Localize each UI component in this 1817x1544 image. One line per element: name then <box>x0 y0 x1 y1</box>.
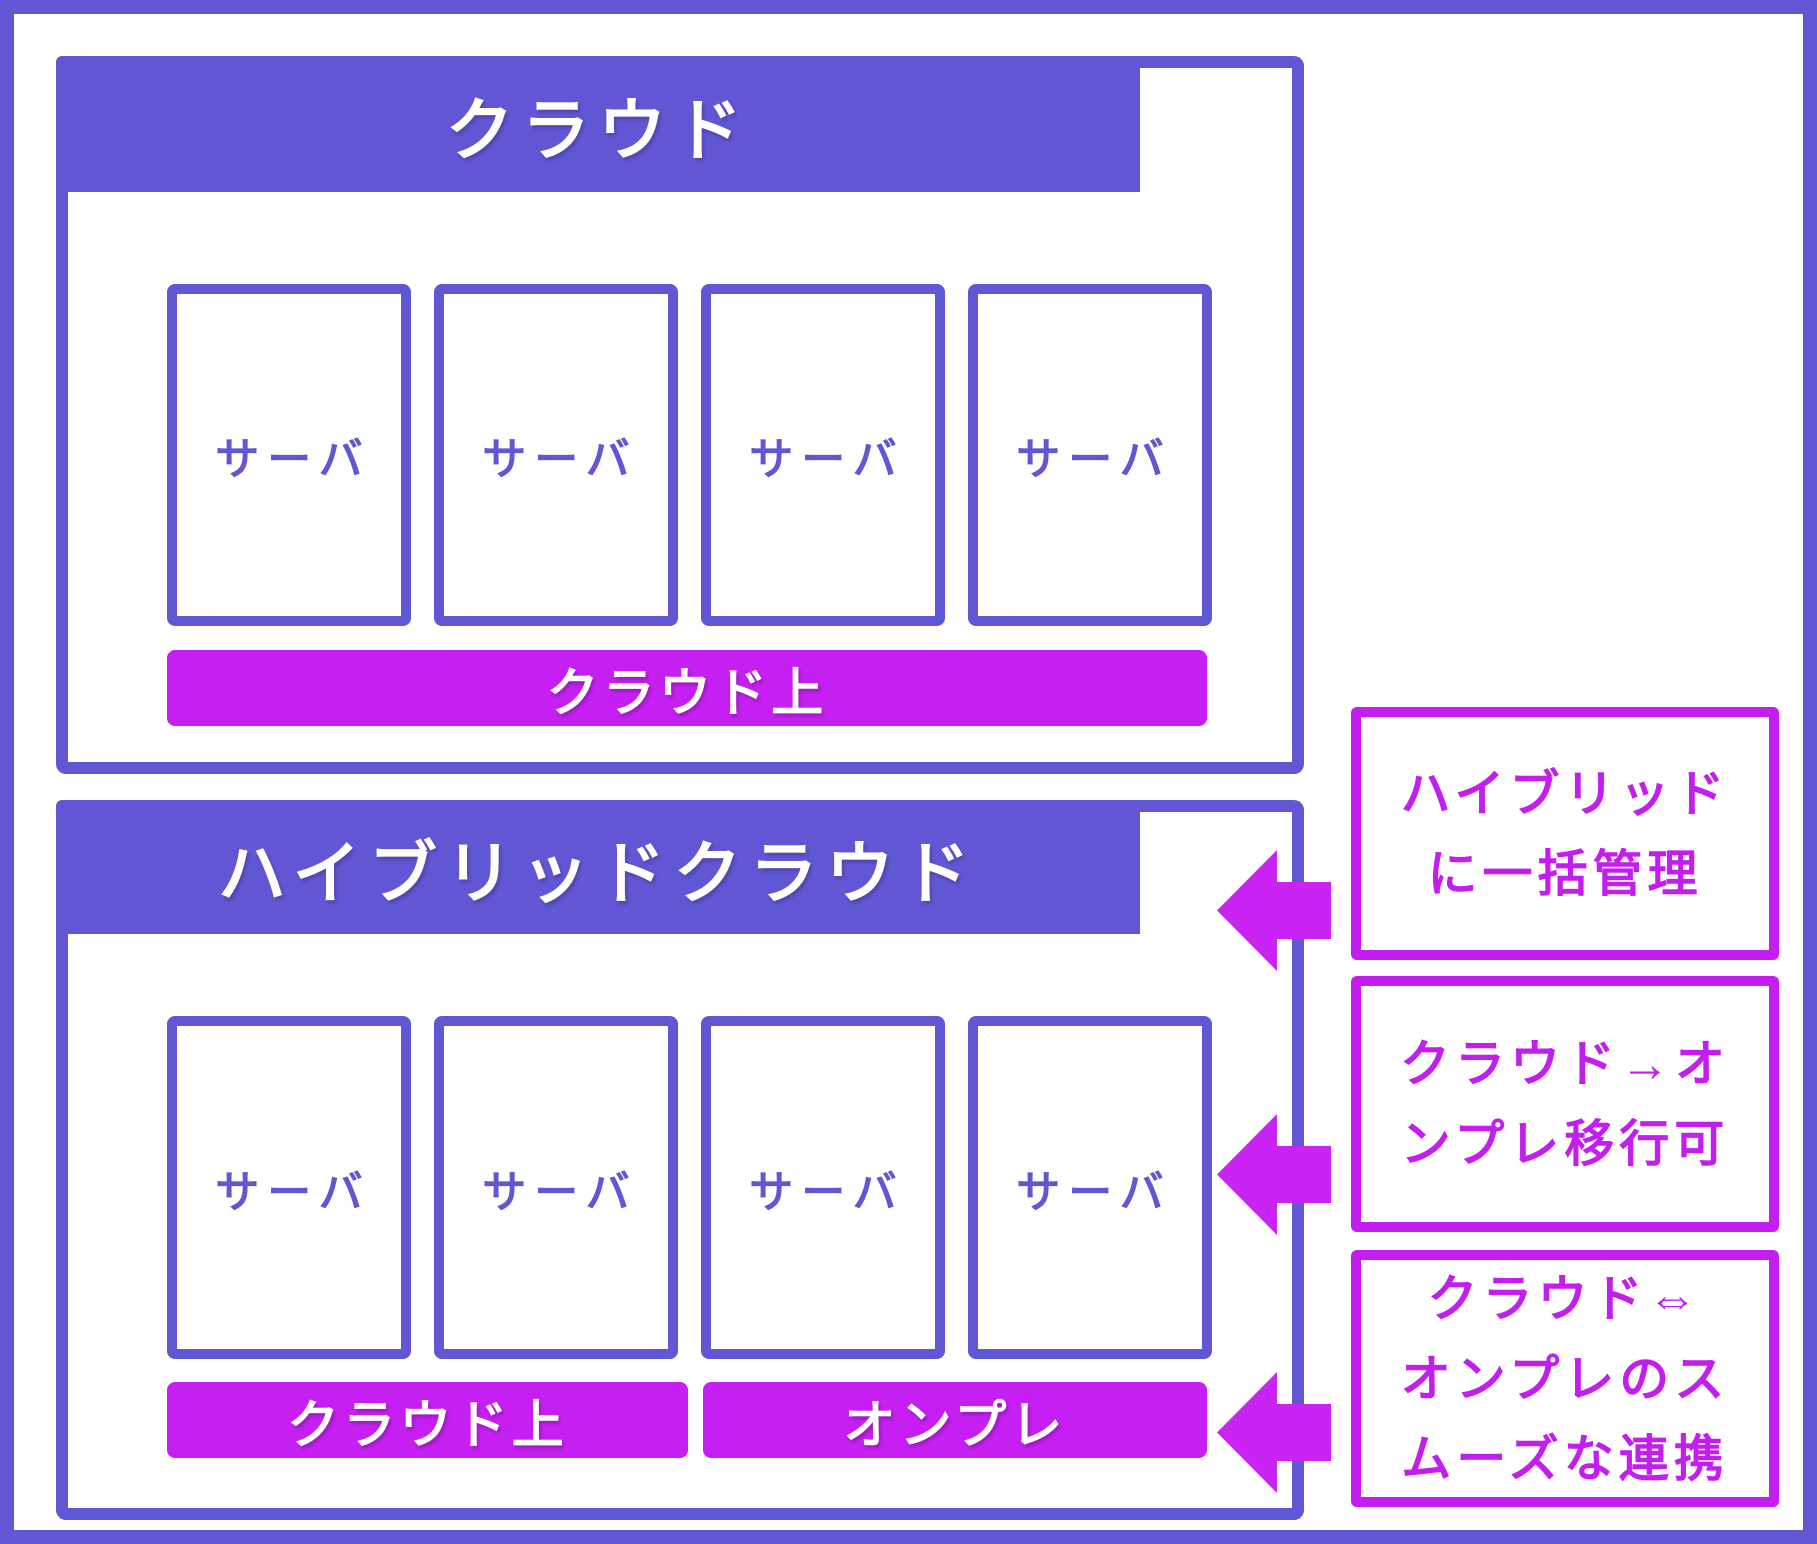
server-label: サーバ <box>749 1167 905 1217</box>
cloud-location-bar: クラウド上 <box>167 650 1207 726</box>
hybrid-cloud-panel: ハイブリッドクラウド サーバ サーバ サーバ サーバ クラウド上 オンプレ <box>56 800 1304 1520</box>
server-label: サーバ <box>482 1167 638 1217</box>
callout-line: に一括管理 <box>1427 845 1703 902</box>
server-box: サーバ <box>167 284 411 626</box>
bar-label: オンプレ <box>843 1396 1067 1455</box>
callout-line: ハイブリッド <box>1400 765 1730 822</box>
server-box: サーバ <box>167 1016 411 1359</box>
hybrid-cloud-bar: クラウド上 <box>167 1382 688 1458</box>
cloud-panel-title: クラウド <box>445 92 751 169</box>
server-box: サーバ <box>968 1016 1212 1359</box>
callout-line: オンプレのス <box>1400 1350 1730 1407</box>
cloud-panel: クラウド サーバ サーバ サーバ サーバ クラウド上 <box>56 56 1304 774</box>
server-label: サーバ <box>749 435 905 484</box>
server-box: サーバ <box>701 284 945 626</box>
server-box: サーバ <box>434 284 678 626</box>
bar-label: クラウド上 <box>546 664 828 723</box>
callout-smooth-linkage: クラウド⇔ オンプレのス ムーズな連携 <box>1351 1250 1779 1507</box>
server-box: サーバ <box>968 284 1212 626</box>
hybrid-panel-header: ハイブリッドクラウド <box>56 800 1140 934</box>
server-label: サーバ <box>482 435 638 484</box>
server-label: サーバ <box>1016 1167 1172 1217</box>
hybrid-onprem-bar: オンプレ <box>703 1382 1207 1458</box>
callout-line: クラウド⇔ <box>1427 1270 1703 1327</box>
bar-label: クラウド上 <box>287 1396 568 1455</box>
hybrid-panel-title: ハイブリッドクラウド <box>217 835 979 912</box>
callout-unified-management: ハイブリッド に一括管理 <box>1351 707 1779 960</box>
callout-line: ムーズな連携 <box>1401 1430 1729 1487</box>
server-label: サーバ <box>1016 435 1172 484</box>
cloud-panel-header: クラウド <box>56 56 1140 192</box>
callout-line: ンプレ移行可 <box>1400 1116 1730 1172</box>
server-box: サーバ <box>701 1016 945 1359</box>
server-label: サーバ <box>215 435 371 484</box>
server-box: サーバ <box>434 1016 678 1359</box>
callout-migration: クラウド→オ ンプレ移行可 <box>1351 976 1779 1232</box>
server-label: サーバ <box>215 1167 371 1217</box>
callout-line: クラウド→オ <box>1400 1036 1730 1092</box>
